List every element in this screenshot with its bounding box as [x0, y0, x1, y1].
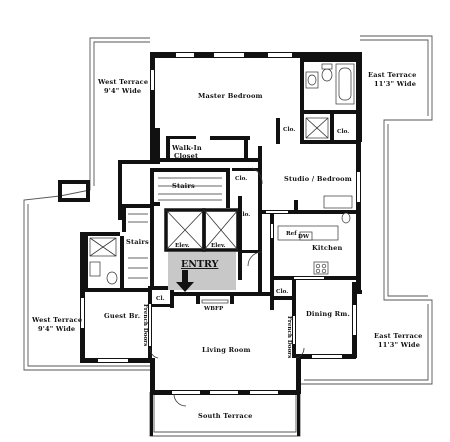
- clo-dining-label: Clo.: [276, 289, 288, 295]
- room-labels: East Terrace 11'3" Wide West Terrace 9'4…: [31, 71, 423, 420]
- walk-in-closet-label-1: Walk-In: [171, 144, 202, 152]
- elevator-2-label: Elev.: [211, 243, 226, 249]
- entry-area: [168, 252, 236, 292]
- french-doors-left-label: French Doors: [142, 304, 148, 346]
- kitchen-label: Kitchen: [312, 244, 342, 252]
- fixtures: [89, 63, 355, 436]
- west-terrace-bottom-label: West Terrace: [31, 316, 82, 324]
- studio-bedroom-label: Studio / Bedroom: [284, 175, 352, 183]
- exterior-walls: [58, 52, 362, 395]
- guest-br-label: Guest Br.: [104, 312, 140, 320]
- interior-walls: [84, 58, 356, 360]
- entry-label: ENTRY: [181, 259, 219, 270]
- walk-in-closet-label-2: Closet: [174, 152, 199, 160]
- cl-label: Cl.: [156, 296, 165, 302]
- west-terrace-top-label: West Terrace: [97, 78, 148, 86]
- french-doors-right-label: French Doors: [286, 316, 292, 358]
- master-bedroom-label: Master Bedroom: [198, 92, 263, 100]
- south-terrace-label: South Terrace: [198, 412, 252, 420]
- clo-master-label: Clo.: [283, 127, 295, 133]
- west-terrace-bottom-width: 9'4" Wide: [38, 325, 75, 333]
- stairs-upper-label: Stairs: [172, 182, 195, 190]
- wbfp-label: WBFP: [203, 306, 224, 312]
- stairs-lower-label: Stairs: [126, 238, 149, 246]
- east-terrace-bottom-label: East Terrace: [374, 332, 423, 340]
- east-terrace-top-label: East Terrace: [368, 71, 417, 79]
- living-room-label: Living Room: [202, 346, 251, 354]
- clo-bath-label: Clo.: [337, 129, 349, 135]
- dw-label: DW: [298, 234, 310, 240]
- clo-elev-label: Clo.: [238, 212, 250, 218]
- dining-rm-label: Dining Rm.: [306, 310, 350, 318]
- clo-studio-label: Clo.: [235, 176, 247, 182]
- east-terrace-top-width: 11'3" Wide: [374, 80, 416, 88]
- west-terrace-top-width: 9'4" Wide: [104, 87, 141, 95]
- ref-label: Ref: [286, 231, 297, 237]
- terrace-outlines: [23, 35, 433, 437]
- elevator-1-label: Elev.: [175, 243, 190, 249]
- east-terrace-bottom-width: 11'3" Wide: [378, 341, 420, 349]
